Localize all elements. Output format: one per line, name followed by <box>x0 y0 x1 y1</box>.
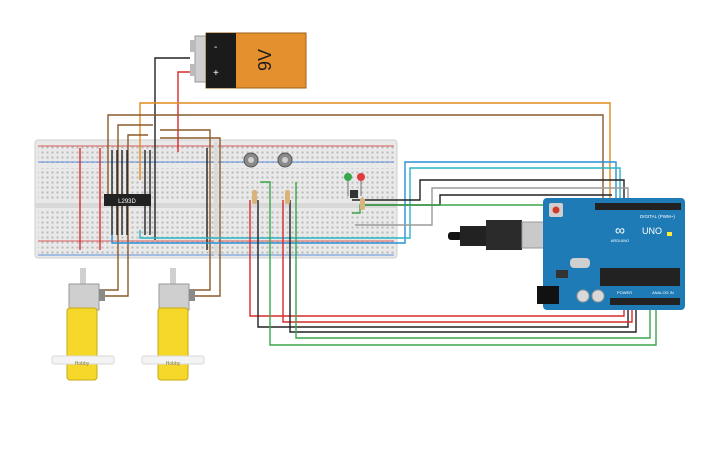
arduino-analog-label: ANALOG IN <box>652 290 674 295</box>
resistor-1[interactable] <box>252 190 257 204</box>
wire-red-bottom <box>249 200 625 317</box>
arduino-uno[interactable]: DIGITAL (PWM~) ∞ ARDUINO UNO POWER ANALO… <box>537 198 685 310</box>
battery-9v[interactable]: - + 9V <box>190 32 307 89</box>
arduino-power-label: POWER <box>617 290 632 295</box>
wire-battery-negative <box>154 57 190 240</box>
battery-plus-label: + <box>213 68 219 79</box>
motor-2[interactable]: Hobby <box>141 268 205 381</box>
motor-1-label: Hobby <box>75 361 90 367</box>
wire-battery-positive <box>177 71 190 152</box>
usb-cable[interactable] <box>448 220 553 250</box>
motor-2-label: Hobby <box>166 361 181 367</box>
arduino-logo-icon: ∞ <box>615 222 625 238</box>
arduino-digital-label: DIGITAL (PWM~) <box>640 214 675 219</box>
breadboard[interactable] <box>34 139 398 259</box>
wire-blue-1 <box>111 161 617 244</box>
battery-minus-label: - <box>214 42 217 53</box>
arduino-brand-label: ARDUINO <box>611 238 629 243</box>
wire-brown-top <box>107 114 604 205</box>
potentiometer-1[interactable] <box>243 152 259 168</box>
photo-sensor[interactable] <box>350 190 358 198</box>
wire-motor1-b <box>101 134 148 297</box>
wire-teal <box>139 167 621 239</box>
wires <box>79 57 657 346</box>
resistor-2[interactable] <box>285 190 290 204</box>
wire-green-3 <box>352 204 614 214</box>
wire-motor1-a <box>101 124 153 291</box>
wire-green-2 <box>295 182 651 339</box>
potentiometer-2[interactable] <box>277 152 293 168</box>
led-green[interactable] <box>344 173 352 196</box>
wire-grey <box>355 187 629 226</box>
wire-black-bottom <box>257 200 629 328</box>
wire-green-1 <box>260 181 657 346</box>
wire-red-bottom-2 <box>282 200 633 323</box>
wire-motor2-b <box>160 137 221 297</box>
led-red[interactable] <box>357 173 365 196</box>
driver-ic-label: L293D <box>118 199 136 205</box>
arduino-model-label: UNO <box>642 226 662 236</box>
motor-1[interactable]: Hobby <box>51 268 115 381</box>
resistor-3[interactable] <box>360 198 365 210</box>
wire-motor2-a <box>160 129 211 291</box>
wire-orange <box>139 102 611 205</box>
wire-black-bottom-2 <box>289 200 637 333</box>
battery-voltage-label: 9V <box>255 49 275 71</box>
driver-ic[interactable]: L293D <box>104 194 151 206</box>
